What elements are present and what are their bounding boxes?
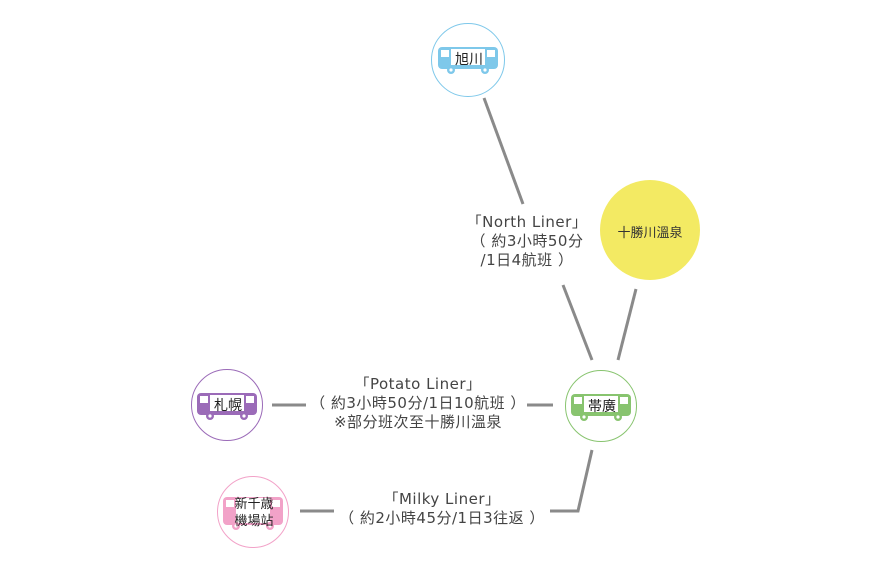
route-north-liner: 「North Liner」 （ 約3小時50分 /1日4航班 ） — [432, 213, 622, 270]
line-chitose-right — [550, 449, 594, 513]
station-sapporo: 札幌 — [191, 369, 263, 441]
route-potato-liner: 「Potato Liner」 （ 約3小時50分/1日10航班 ） ※部分班次至… — [300, 375, 536, 432]
station-label-line2: 機場站 — [234, 514, 274, 529]
line-asahikawa-lower — [561, 284, 594, 361]
route-name: 「Potato Liner」 — [354, 375, 482, 393]
station-label: 札幌 — [214, 398, 242, 414]
route-duration: （ 約2小時45分/1日3往返 ） — [339, 509, 545, 527]
route-duration: （ 約3小時50分 — [470, 232, 584, 250]
bus-icon — [223, 497, 283, 530]
bus-icon — [571, 394, 631, 421]
station-label: 旭川 — [455, 52, 483, 68]
route-name: 「North Liner」 — [466, 213, 588, 231]
station-obihiro: 帯廣 — [565, 370, 637, 442]
station-shinchitose: 新千歳 機場站 — [217, 476, 289, 548]
station-asahikawa: 旭川 — [431, 23, 505, 97]
station-label: 十勝川溫泉 — [617, 226, 683, 241]
line-asahikawa-upper — [482, 97, 525, 205]
line-onsen — [616, 288, 638, 361]
route-milky-liner: 「Milky Liner」 （ 約2小時45分/1日3往返 ） — [326, 490, 558, 528]
bus-icon — [438, 47, 498, 74]
bus-icon — [197, 393, 257, 420]
station-label-line1: 新千歳 — [234, 497, 274, 512]
route-frequency: /1日4航班 ） — [480, 251, 574, 269]
station-label: 帯廣 — [588, 399, 616, 415]
route-duration: （ 約3小時50分/1日10航班 ） — [310, 394, 526, 412]
station-tokachigawa-onsen: 十勝川溫泉 — [600, 180, 700, 280]
route-name: 「Milky Liner」 — [383, 490, 501, 508]
route-note: ※部分班次至十勝川溫泉 — [333, 413, 503, 431]
